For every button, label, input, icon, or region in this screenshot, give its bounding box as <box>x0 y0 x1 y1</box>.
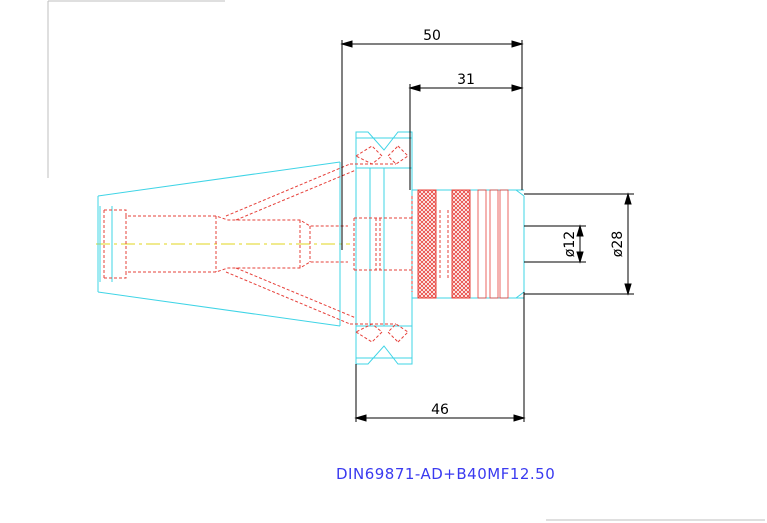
dim-d28-label: ø28 <box>610 231 626 257</box>
dim-46-label: 46 <box>431 402 449 418</box>
part-number-caption: DIN69871-AD+B40MF12.50 <box>336 465 555 483</box>
holder-outline <box>97 131 525 365</box>
dim-31-label: 31 <box>457 72 475 88</box>
collet-hatch <box>417 189 509 299</box>
dim-d12-label: ø12 <box>562 231 578 257</box>
internal-hidden-lines <box>103 145 449 343</box>
frame-lines <box>47 0 765 521</box>
dim-50-label: 50 <box>423 28 441 44</box>
dimension-lines <box>340 40 634 422</box>
